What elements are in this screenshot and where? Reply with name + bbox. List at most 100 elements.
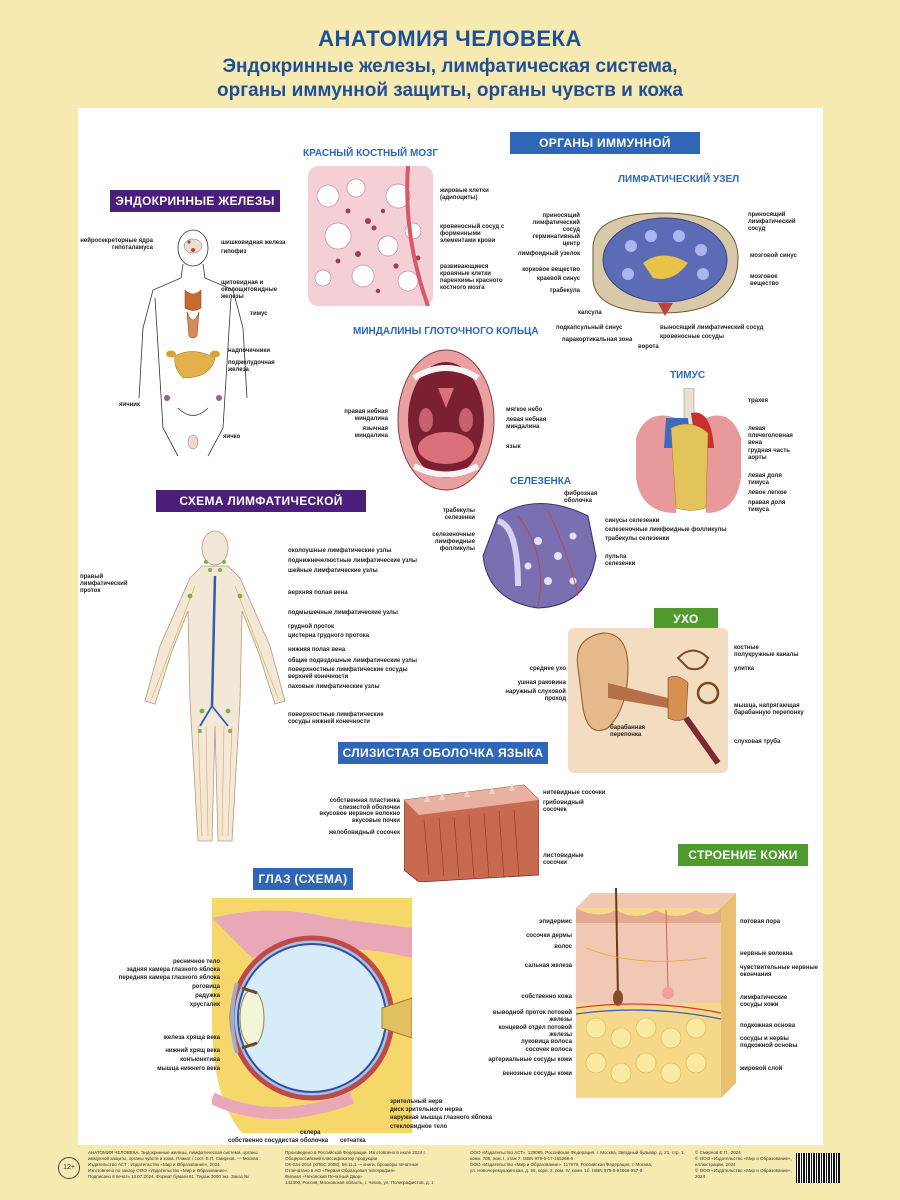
immune-banner: ОРГАНЫ ИММУННОЙ ЗАЩИТЫ — [510, 132, 700, 172]
label-hair: волос — [554, 944, 572, 950]
spleen-illustration — [482, 503, 597, 609]
label-hair-papilla: сосочек волоса — [525, 1047, 572, 1053]
label-sebaceous-gland: сальная железа — [524, 963, 572, 969]
age-rating-badge: 12+ — [58, 1157, 80, 1179]
footer-line: Отпечатано в АО «Первая Образцовая типог… — [285, 1168, 396, 1173]
label-afferent-vessel-left: приносящий лимфатический сосуд — [532, 213, 580, 233]
label-foliate-papillae: листовидные сосочки — [543, 853, 584, 866]
label-medulla: мозговое вещество — [750, 274, 779, 287]
label-subcutis: подкожная основа — [740, 1023, 796, 1029]
label-retina: сетчатка — [340, 1138, 366, 1144]
label-trachea: трахея — [748, 398, 768, 404]
label-tongue-tonsils: язык — [506, 444, 521, 450]
footer-line: Подписано в печать 13.07.2024. Формат бу… — [88, 1174, 249, 1179]
label-optic-nerve: зрительный нерв — [390, 1099, 443, 1105]
footer-line: Изготовлено по заказу ООО «Издательство … — [88, 1168, 229, 1173]
eye-illustration — [212, 898, 412, 1133]
label-taste-buds: вкусовые почки — [351, 818, 400, 824]
label-superior-vena-cava: верхняя полая вена — [288, 590, 348, 596]
label-lamina-propria: собственная пластинка слизистой оболочки — [329, 798, 400, 811]
poster-subtitle-line2: органы иммунной защиты, органы чувств и … — [216, 80, 683, 101]
label-spleen-trabeculae-right: трабекулы селезенки — [605, 536, 670, 542]
label-axillary-nodes: подмышечные лимфатические узлы — [288, 610, 398, 616]
label-left-thymus-lobe: левая доля тимуса — [748, 473, 782, 486]
label-thoracic-duct: грудной проток — [288, 624, 335, 630]
label-inferior-vena-cava: нижняя полая вена — [288, 647, 346, 653]
label-sclera: склера — [300, 1130, 321, 1136]
lymph-system-body-illustration — [144, 530, 286, 842]
label-fungiform-papilla: грибовидный сосочек — [543, 800, 584, 813]
label-pineal-gland: шишковидная железа — [221, 240, 286, 246]
footer-line: АНАТОМИЯ ЧЕЛОВЕКА. Эндокринные железы, л… — [88, 1150, 261, 1161]
label-blood-vessel: кровеносный сосуд с форменными элементам… — [440, 224, 505, 244]
label-epidermis: эпидермис — [539, 919, 572, 925]
label-cochlea: улитка — [734, 666, 755, 672]
label-eardrum: барабанная перепонка — [610, 725, 646, 738]
tonsils-illustration — [397, 349, 495, 491]
footer-line: ОК-034-2014 (КПЕС 2008); 58.11.1 — книги… — [285, 1162, 419, 1167]
label-external-canal: наружный слуховой проход — [505, 689, 566, 702]
label-vallate-papilla: желобовидный сосочек — [328, 830, 400, 836]
label-efferent-vessel: выносящий лимфатический сосуд — [660, 325, 764, 331]
label-skin-veins: венозные сосуды кожи — [502, 1071, 572, 1077]
footer-line: Общероссийский классификатор продукции — [285, 1156, 378, 1161]
poster-title: АНАТОМИЯ ЧЕЛОВЕКА — [318, 26, 582, 51]
label-eustachian-tube: слуховая труба — [734, 739, 781, 745]
label-dermal-papillae: сосочки дермы — [526, 933, 572, 939]
footer-line: ООО «Издательство «Мир и Образование». 1… — [470, 1162, 653, 1167]
label-left-palatine-tonsil: левая небная миндалина — [506, 417, 547, 430]
label-semicircular-canals: костные полукружные каналы — [734, 645, 799, 658]
tonsils-title: МИНДАЛИНЫ ГЛОТОЧНОГО КОЛЬЦА — [353, 326, 539, 337]
footer-line: ул. Новочеремушкинская, д. 55, корп. 2, … — [470, 1168, 643, 1173]
label-capsule: капсула — [578, 310, 602, 316]
label-tarsal-gland: железа хряща века — [163, 1035, 220, 1041]
endocrine-banner: ЭНДОКРИННЫЕ ЖЕЛЕЗЫ — [110, 190, 280, 212]
label-thoracic-aorta: грудная часть аорты — [748, 448, 790, 461]
label-tensor-tympani: мышца, напрягающая барабанную перепонку — [734, 703, 804, 716]
label-testis: яичко — [223, 434, 241, 440]
label-pituitary: гипофиз — [221, 249, 247, 255]
label-dermis: собственно кожа — [521, 994, 572, 1000]
label-auricle: ушная раковина — [517, 680, 566, 686]
label-hypothalamus: нейросекреторные ядра гипоталамуса — [80, 238, 153, 251]
label-posterior-chamber: задняя камера глазного яблока — [126, 967, 220, 973]
label-skin-lymph-vessels: лимфатические сосуды кожи — [740, 995, 788, 1008]
bone-marrow-illustration — [308, 166, 433, 306]
label-afferent-vessel-right: приносящий лимфатический сосуд — [748, 212, 796, 232]
label-lower-lid-muscle: мышца нижнего века — [157, 1066, 220, 1072]
footer-column-3: ООО «Издательство АСТ». 129085, Российск… — [470, 1150, 685, 1174]
poster-subtitle-line1: Эндокринные железы, лимфатическая систем… — [222, 56, 678, 77]
label-lower-limb-vessels: поверхностные лимфатические сосуды нижне… — [288, 712, 384, 725]
barcode-icon — [796, 1153, 840, 1183]
footer-line: © ООО «Издательство «Мир и Образование», — [695, 1156, 792, 1161]
label-choroid: собственно сосудистая оболочка — [228, 1138, 329, 1144]
label-developing-cells: развивающиеся кровяные клетки паренхимы … — [440, 264, 503, 291]
footer-column-4: © Смирнов Е.П., 2024 © ООО «Издательство… — [695, 1150, 795, 1180]
tongue-banner: СЛИЗИСТАЯ ОБОЛОЧКА ЯЗЫКА — [338, 742, 548, 764]
label-optic-disc: диск зрительного нерва — [390, 1107, 463, 1113]
label-trabecula: трабекула — [549, 288, 580, 294]
label-iliac-nodes: общие подвздошные лимфатические узлы — [288, 658, 417, 664]
imprint-footer: 12+ АНАТОМИЯ ЧЕЛОВЕКА. Эндокринные желез… — [0, 1145, 900, 1200]
label-submandibular-nodes: поднижнечелюстные лимфатические узлы — [288, 558, 418, 564]
footer-line: © ООО «Издательство «Мир и Образование»,… — [695, 1168, 792, 1179]
thymus-title: ТИМУС — [670, 370, 706, 381]
label-paracortical-zone: паракортикальная зона — [562, 337, 633, 343]
label-cervical-nodes: шейные лимфатические узлы — [288, 568, 378, 574]
footer-column-1: АНАТОМИЯ ЧЕЛОВЕКА. Эндокринные железы, л… — [88, 1150, 278, 1180]
label-cisterna-chyli: цистерна грудного протока — [288, 633, 370, 639]
label-anterior-chamber: передняя камера глазного яблока — [118, 975, 220, 981]
label-adrenal: надпочечники — [228, 348, 271, 354]
ear-illustration — [568, 628, 728, 773]
label-sweat-gland-end: концевой отдел потовой железы — [498, 1025, 573, 1038]
skin-illustration — [576, 888, 736, 1098]
label-sweat-duct: выводной проток потовой железы — [492, 1010, 572, 1023]
endocrine-body-illustration — [138, 229, 248, 457]
label-subcapsular-sinus: подкапсульный синус — [556, 325, 623, 331]
label-hair-bulb: луковица волоса — [521, 1039, 572, 1045]
footer-line: Филиал «Чеховский Печатный Двор» — [285, 1174, 363, 1179]
footer-line: © Смирнов Е.П., 2024 — [695, 1150, 741, 1155]
skin-banner: СТРОЕНИЕ КОЖИ — [678, 844, 808, 866]
label-thymus-endocrine: тимус — [250, 311, 268, 317]
